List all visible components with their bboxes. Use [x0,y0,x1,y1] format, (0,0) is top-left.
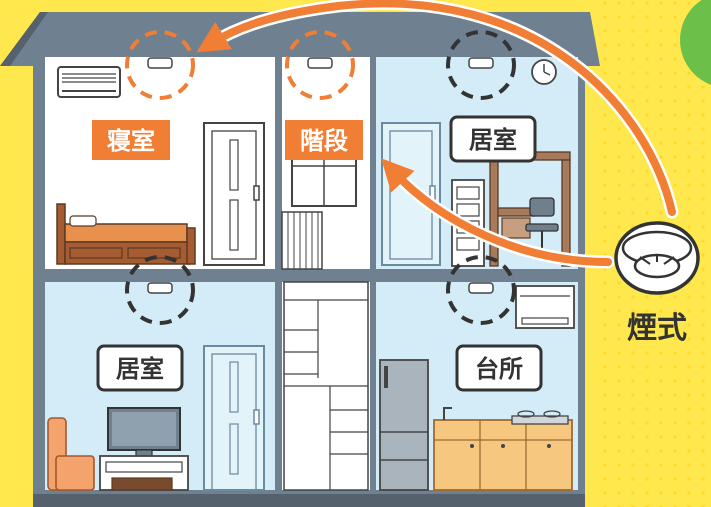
label-bedroom-text: 寝室 [107,127,155,155]
smoke-detector-kitchen [446,255,516,325]
detector-type-label: 煙式 [627,311,687,346]
smoke-detector-stairs [285,30,355,100]
arrow-to-bedroom [196,0,676,216]
bedroom-door [203,122,265,266]
label-bedroom: 寝室 [92,120,170,160]
arrow-to-stairs [381,158,612,266]
label-living-upper: 居室 [449,115,537,163]
wall-clock [531,59,557,85]
stairs-railing [281,211,323,270]
faucet [443,407,452,420]
tv-stand [99,455,189,491]
range-hood [515,285,575,329]
air-conditioner [57,66,121,98]
smoke-detector-living-upper [446,30,516,100]
television [107,407,181,457]
kitchen-counter [433,419,573,491]
label-kitchen-text: 台所 [475,355,523,383]
green-decoration-circle [680,0,711,85]
roof-edge [0,12,48,66]
label-stairs: 階段 [285,120,363,160]
gas-stove [511,410,569,425]
label-living-upper-text: 居室 [469,126,517,154]
bed [56,203,196,265]
staircase [283,281,369,491]
smoke-detector-living-lower [125,255,195,325]
smoke-detector-bedroom [125,30,195,100]
label-kitchen: 台所 [455,344,543,392]
label-stairs-text: 階段 [300,127,348,155]
refrigerator [379,359,429,491]
label-living-lower: 居室 [96,344,184,392]
armchair [47,417,95,491]
smoke-detector-icon [614,221,700,295]
living-lower-door [203,345,265,491]
label-living-lower-text: 居室 [116,355,164,383]
house-base [33,494,585,507]
